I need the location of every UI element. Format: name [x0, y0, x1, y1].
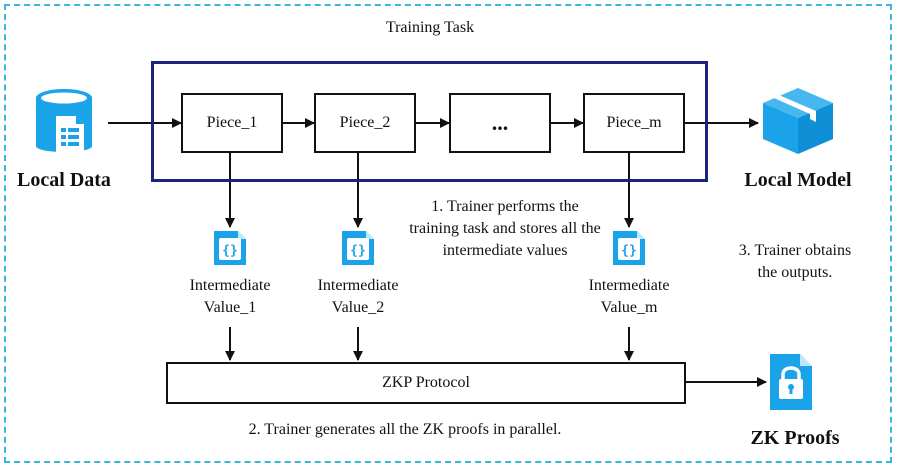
outer-dashed-frame	[4, 4, 892, 463]
intermediate-1-line1: Intermediate	[189, 277, 271, 294]
step3-note-line2: the outputs.	[757, 264, 833, 281]
json-file-icon: {}	[340, 229, 376, 267]
svg-text:{}: {}	[350, 244, 366, 259]
step2-note: 2. Trainer generates all the ZK proofs i…	[248, 421, 562, 438]
step1-note-line3: intermediate values	[442, 242, 568, 259]
json-file-icon: {}	[611, 229, 647, 267]
intermediate-m-line2: Value_m	[600, 299, 658, 316]
step3-note-line1: 3. Trainer obtains	[738, 242, 852, 259]
intermediate-m-line1: Intermediate	[588, 277, 670, 294]
zk-proofs-label: ZK Proofs	[750, 427, 840, 449]
locked-file-icon	[768, 352, 814, 412]
cube-icon	[760, 86, 836, 156]
intermediate-1-line2: Value_1	[203, 299, 257, 316]
training-task-frame	[151, 61, 708, 182]
json-file-icon: {}	[212, 229, 248, 267]
intermediate-2-line1: Intermediate	[317, 277, 399, 294]
local-model-label: Local Model	[744, 169, 852, 191]
piece-m-box: Piece_m	[583, 93, 685, 153]
svg-text:{}: {}	[222, 244, 238, 259]
training-task-title: Training Task	[385, 19, 475, 36]
intermediate-2-line2: Value_2	[331, 299, 385, 316]
database-document-icon	[32, 86, 96, 158]
step1-note-line1: 1. Trainer performs the	[431, 198, 579, 215]
step1-note-line2: training task and stores all the	[409, 220, 601, 237]
piece-2-box: Piece_2	[314, 93, 416, 153]
svg-text:{}: {}	[621, 244, 637, 259]
zkp-protocol-box: ZKP Protocol	[166, 362, 686, 404]
piece-1-box: Piece_1	[181, 93, 283, 153]
ellipsis-box: ...	[449, 93, 551, 153]
local-data-label: Local Data	[17, 169, 111, 191]
